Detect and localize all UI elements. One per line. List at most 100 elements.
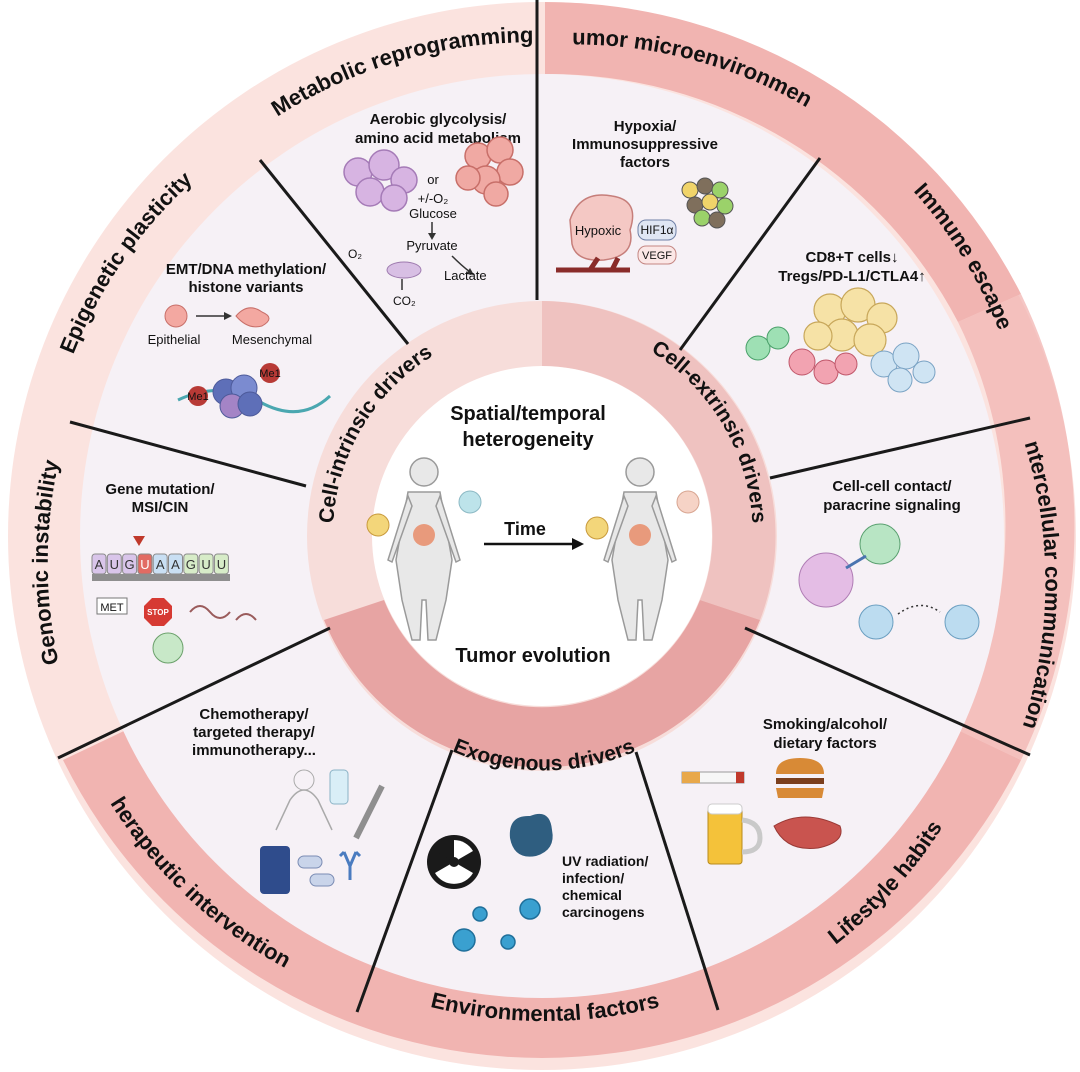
treg-cell-blue-icon: [870, 342, 936, 393]
codon-letter: G: [186, 557, 196, 572]
immune-title-2: Tregs/PD-L1/CTLA4↑: [778, 268, 926, 285]
segment-immune: CD8+T cells↓ Tregs/PD-L1/CTLA4↑: [745, 249, 936, 393]
pill-icon-a: [297, 855, 323, 869]
blood-vessel-icon: [556, 256, 630, 273]
metabolic-co2: CO₂: [393, 294, 416, 308]
hypoxic-tumor-icon: [569, 194, 634, 261]
paracrine-cell-a-icon: [858, 604, 894, 640]
intercellular-title-1: Cell-cell contact/: [832, 478, 952, 495]
dendritic-cell-icon: [798, 552, 854, 608]
tumor-title-1: Hypoxia/: [614, 118, 677, 135]
metabolic-or: or: [427, 172, 439, 187]
nucleosome-icon: [212, 374, 263, 419]
immune-cell-cluster-icon: [681, 177, 734, 229]
body-figure-left: [387, 457, 461, 641]
tumor-cluster-right-b: [676, 490, 700, 514]
time-arrow-head: [572, 538, 584, 550]
tumor-hypoxic: Hypoxic: [575, 223, 622, 238]
driver-ring-extrinsic: [542, 301, 776, 620]
tumor-title-3: factors: [620, 154, 670, 171]
tumor-vegf: VEGF: [642, 250, 672, 262]
tumor-hif: HIF1α: [641, 223, 674, 237]
paracrine-cell-b-icon: [944, 604, 980, 640]
env-title-4: carcinogens: [562, 904, 645, 920]
segment-metabolic: Aerobic glycolysis/ amino acid metabolis…: [343, 111, 524, 308]
t-cell-icon: [859, 523, 901, 565]
center-content: Spatial/temporal heterogeneity Time Tumo…: [366, 403, 700, 667]
patient-head-icon: [293, 769, 315, 791]
metabolic-o2-line1: +/-O₂: [418, 191, 449, 206]
iv-bag-icon: [329, 769, 349, 805]
organ-left: [413, 524, 435, 546]
epigenetic-epithelial: Epithelial: [148, 332, 201, 347]
immune-title-1: CD8+T cells↓: [806, 249, 899, 266]
outer-band-bottom: [63, 730, 1021, 1058]
epithelial-cell-icon: [164, 304, 188, 328]
env-title-2: infection/: [562, 870, 624, 886]
mutation-arrow-icon: [133, 536, 145, 546]
epigenetic-title-2: histone variants: [188, 279, 303, 296]
genomic-met: MET: [100, 602, 124, 614]
epigenetic-title-1: EMT/DNA methylation/: [166, 261, 327, 278]
genomic-title-1: Gene mutation/: [105, 481, 215, 498]
tumor-cluster-left-b: [458, 490, 482, 514]
dna-fragment-icon-a: [189, 605, 231, 619]
metabolic-title-1: Aerobic glycolysis/: [370, 111, 508, 128]
metabolic-o2: O₂: [348, 247, 362, 261]
pill-icon-b: [309, 873, 335, 887]
t-cell-green-icon: [745, 326, 790, 361]
methyl-mark-icon-b: [260, 363, 280, 383]
center-title-line1: Spatial/temporal: [450, 403, 606, 425]
met-box: [96, 597, 128, 615]
segment-therapeutic: Chemotherapy/ targeted therapy/ immunoth…: [192, 706, 385, 894]
epigenetic-me1-a: Me1: [187, 391, 208, 403]
burger-icon: [776, 758, 824, 774]
t-cell-red-icon: [788, 348, 858, 385]
smoke-cloud-icon: [509, 813, 553, 857]
env-title-1: UV radiation/: [562, 853, 648, 869]
segment-environmental: UV radiation/ infection/ chemical carcin…: [427, 813, 648, 952]
genomic-stop: STOP: [147, 608, 169, 617]
tumor-cell-cluster-icon: [803, 287, 898, 357]
stop-sign-icon: [144, 598, 172, 626]
virus-icons: [452, 898, 541, 952]
lifestyle-title-2: dietary factors: [773, 735, 876, 752]
metabolic-lactate: Lactate: [444, 268, 487, 283]
therapeutic-title-2: targeted therapy/: [193, 724, 316, 741]
center-bottom-title: Tumor evolution: [455, 645, 610, 667]
codon-letter: U: [201, 557, 210, 572]
cell-cluster-purple-icon: [343, 149, 418, 212]
body-figure-right: [603, 457, 677, 641]
codon-letter: G: [125, 557, 135, 572]
cell-cluster-red-icon: [455, 136, 524, 207]
antibody-icon: [338, 850, 362, 880]
mesenchymal-cell-icon: [235, 307, 270, 328]
tumor-cluster-right-a: [585, 516, 609, 540]
epigenetic-mesenchymal: Mesenchymal: [232, 332, 312, 347]
segment-dividers: [57, 0, 1031, 1013]
epigenetic-me1-b: Me1: [259, 368, 280, 380]
intercellular-title-2: paracrine signaling: [823, 497, 961, 514]
env-title-3: chemical: [562, 887, 622, 903]
syringe-icon: [353, 784, 385, 840]
chromosome-cell-icon: [152, 632, 184, 664]
beer-mug-icon: [707, 807, 743, 865]
metabolic-pyruvate: Pyruvate: [406, 238, 457, 253]
codon-letter: A: [171, 557, 180, 572]
hif-badge: [637, 219, 677, 241]
receptor-contact-icon: [845, 554, 867, 570]
pill-bottle-icon: [260, 846, 290, 894]
therapeutic-title-3: immunotherapy...: [192, 742, 316, 759]
metabolic-glucose: Glucose: [409, 206, 457, 221]
mrna-backbone: [92, 574, 230, 581]
codon-letter: U: [110, 557, 119, 572]
lifestyle-title-1: Smoking/alcohol/: [763, 716, 888, 733]
dna-fragment-icon-b: [235, 613, 257, 621]
genomic-title-2: MSI/CIN: [132, 499, 189, 516]
vegf-badge: [637, 245, 677, 265]
outer-band-tumor-immune: [545, 2, 1021, 322]
codon-letter: A: [156, 557, 165, 572]
therapeutic-title-1: Chemotherapy/: [199, 706, 309, 723]
